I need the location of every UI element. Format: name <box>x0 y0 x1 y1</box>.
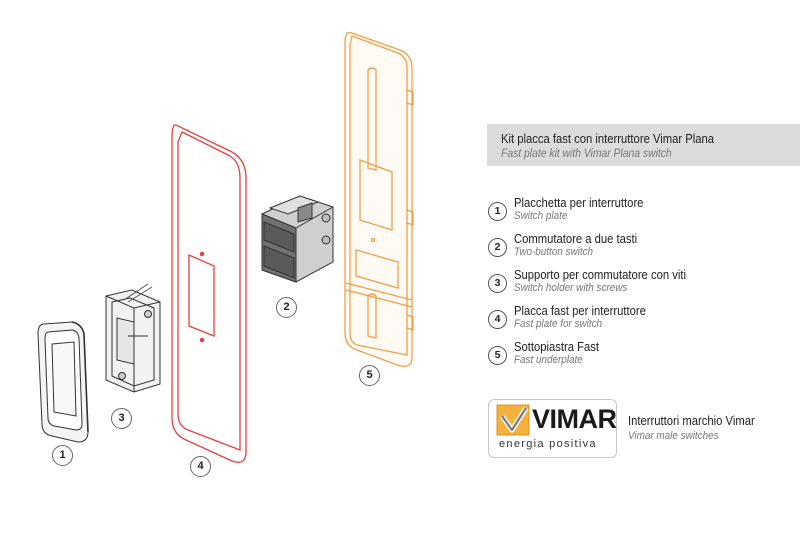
fast-underplate-drawing <box>344 31 414 367</box>
legend-label-english: Fast underplate <box>514 354 583 366</box>
brand-caption-italian: Interruttori marchio Vimar <box>628 414 755 428</box>
legend-label-italian: Commutatore a due tasti <box>514 232 638 246</box>
legend-label-english: Fast plate for switch <box>514 318 603 330</box>
switch-plate-drawing <box>37 321 89 443</box>
legend-number: 5 <box>488 346 507 365</box>
fast-plate-drawing <box>171 124 247 463</box>
legend-label-italian: Placchetta per interruttore <box>514 196 644 210</box>
callout-1: 1 <box>52 445 73 466</box>
legend-label-italian: Sottopiastra Fast <box>514 340 600 354</box>
switch-holder-drawing <box>105 283 161 393</box>
legend-label-italian: Placca fast per interruttore <box>514 304 646 318</box>
legend-number: 3 <box>488 274 507 293</box>
vimar-logo: VIMAR energia positiva <box>488 399 617 458</box>
kit-title-italian: Kit placca fast con interruttore Vimar P… <box>501 132 715 146</box>
callout-4: 4 <box>190 456 211 477</box>
two-button-switch-drawing <box>261 195 334 283</box>
legend-label-english: Switch plate <box>514 210 568 222</box>
callout-5: 5 <box>359 365 380 386</box>
callout-3: 3 <box>111 408 132 429</box>
vimar-check-icon <box>496 404 530 436</box>
legend-number: 1 <box>488 202 507 221</box>
brand-caption-english: Vimar male switches <box>628 430 719 442</box>
kit-title-english: Fast plate kit with Vimar Plana switch <box>501 148 672 160</box>
kit-title-box: Kit placca fast con interruttore Vimar P… <box>487 124 800 166</box>
legend-number: 4 <box>488 310 507 329</box>
vimar-tagline: energia positiva <box>499 438 597 450</box>
legend-label-italian: Supporto per commutatore con viti <box>514 268 686 282</box>
legend-number: 2 <box>488 238 507 257</box>
legend-label-english: Two-button switch <box>514 246 594 258</box>
vimar-logo-text: VIMAR <box>532 404 617 434</box>
callout-2: 2 <box>276 297 297 318</box>
legend-label-english: Switch holder with screws <box>514 282 628 294</box>
